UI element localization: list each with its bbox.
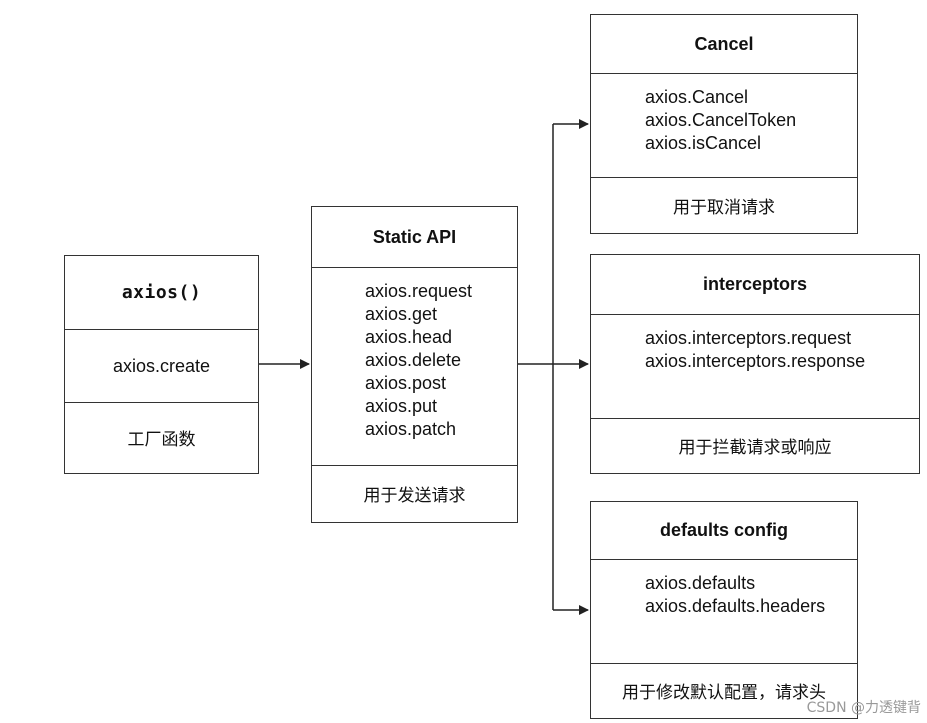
static-api-desc-section: 用于发送请求 (312, 465, 517, 521)
axios-box-desc-section: 工厂函数 (65, 402, 258, 472)
interceptors-box: interceptors axios.interceptors.request … (590, 254, 920, 474)
static-api-desc: 用于发送请求 (363, 486, 466, 506)
interceptors-desc: 用于拦截请求或响应 (678, 438, 832, 458)
list-item: axios.head (365, 327, 453, 347)
list-item: axios.isCancel (645, 133, 762, 153)
defaults-list: axios.defaults axios.defaults.headers (591, 559, 857, 663)
interceptors-list: axios.interceptors.request axios.interce… (591, 314, 919, 418)
static-api-title-section: Static API (312, 207, 517, 267)
list-item: axios.interceptors.response (645, 351, 866, 371)
defaults-desc-section: 用于修改默认配置，请求头 (591, 663, 857, 717)
list-item: axios.post (365, 373, 447, 393)
interceptors-title-section: interceptors (591, 255, 919, 314)
list-item: axios.request (365, 281, 473, 301)
list-item: axios.get (365, 304, 438, 324)
list-item: axios.interceptors.request (645, 328, 852, 348)
axios-box: axios() axios.create 工厂函数 (64, 255, 259, 474)
list-item: axios.defaults (645, 573, 756, 593)
static-api-list: axios.request axios.get axios.head axios… (312, 267, 517, 465)
list-item: axios.Cancel (645, 87, 749, 107)
cancel-desc-section: 用于取消请求 (591, 177, 857, 232)
defaults-box: defaults config axios.defaults axios.def… (590, 501, 858, 719)
axios-box-desc: 工厂函数 (127, 430, 196, 450)
axios-box-title-section: axios() (65, 256, 258, 329)
list-item: axios.delete (365, 350, 462, 370)
static-api-box: Static API axios.request axios.get axios… (311, 206, 518, 523)
interceptors-desc-section: 用于拦截请求或响应 (591, 418, 919, 472)
cancel-list: axios.Cancel axios.CancelToken axios.isC… (591, 73, 857, 177)
cancel-title: Cancel (694, 33, 754, 54)
cancel-title-section: Cancel (591, 15, 857, 73)
defaults-title: defaults config (659, 520, 788, 540)
list-item: axios.patch (365, 419, 457, 439)
list-item: axios.CancelToken (645, 110, 797, 130)
axios-box-title: axios() (121, 282, 202, 303)
cancel-desc: 用于取消请求 (673, 197, 775, 218)
list-item: axios.defaults.headers (645, 596, 826, 616)
axios-box-create: axios.create (112, 355, 211, 376)
axios-box-create-section: axios.create (65, 329, 258, 402)
watermark: CSDN @力透键背 (806, 700, 921, 716)
cancel-box: Cancel axios.Cancel axios.CancelToken ax… (590, 14, 858, 234)
interceptors-title: interceptors (702, 274, 808, 294)
list-item: axios.put (365, 396, 438, 416)
defaults-title-section: defaults config (591, 502, 857, 559)
defaults-desc: 用于修改默认配置，请求头 (622, 683, 826, 703)
static-api-title: Static API (372, 226, 457, 247)
